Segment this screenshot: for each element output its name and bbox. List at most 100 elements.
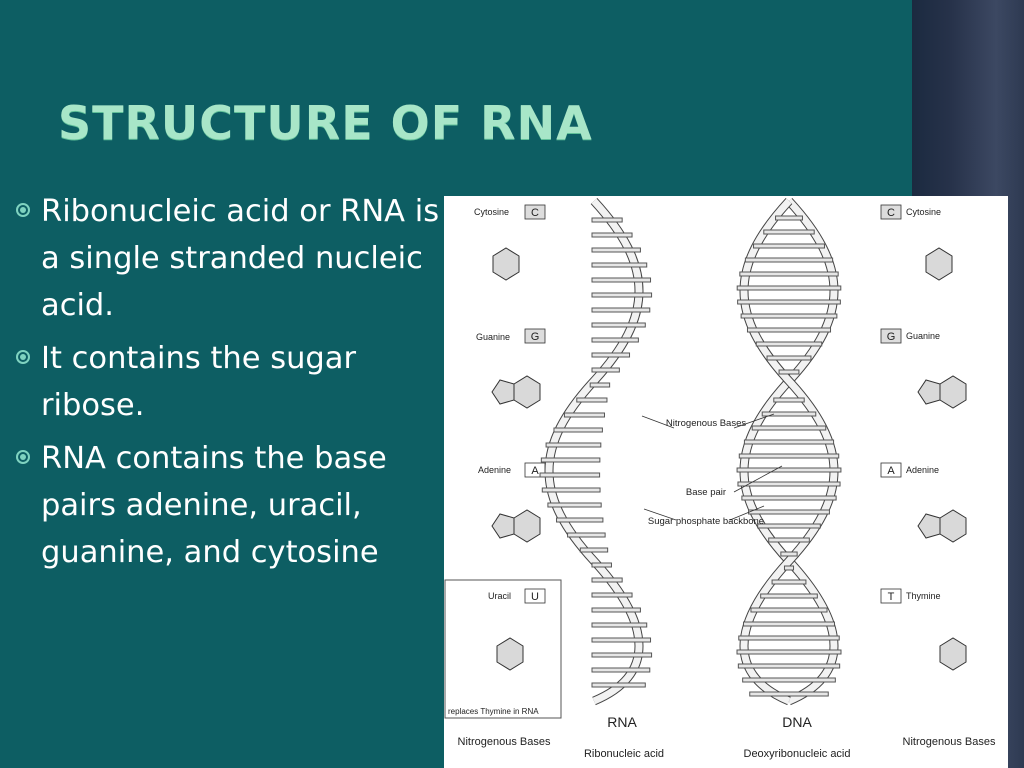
base-name: Adenine — [906, 465, 939, 475]
rna-base-bar — [576, 397, 608, 403]
rna-base-bar — [591, 592, 633, 598]
label-rna: RNA — [607, 714, 637, 730]
leader-lines — [641, 413, 783, 521]
dna-base-pair-bar — [749, 691, 829, 697]
dna-base-pair-rungs — [736, 215, 842, 697]
rna-base-bar — [591, 577, 623, 583]
base-letter: T — [888, 591, 895, 603]
rna-base-bar — [591, 622, 648, 628]
dna-base-pair-bar — [744, 257, 834, 263]
rna-base-bar — [591, 247, 641, 253]
bullet-circle-icon — [16, 450, 30, 464]
dna-base-pair-bar — [766, 355, 812, 361]
left-uracil-structure — [496, 637, 524, 671]
label-dna-full: Deoxyribonucleic acid — [744, 748, 851, 760]
uracil-note: replaces Thymine in RNA — [448, 707, 539, 716]
rna-base-bar — [591, 562, 612, 568]
dna-base-pair-bar — [738, 453, 840, 459]
base-letter: G — [887, 331, 896, 343]
label-text: Sugar phosphate backbone — [648, 516, 764, 527]
base-name: Cytosine — [906, 207, 941, 217]
dna-base-pair-bar — [743, 439, 835, 445]
dna-base-pair-bar — [775, 215, 803, 221]
bullet-item: It contains the sugar ribose. — [16, 335, 446, 429]
base-name: Uracil — [488, 591, 511, 601]
rna-base-rungs — [539, 217, 653, 688]
label-nitrogenous-bases: Nitrogenous Bases — [666, 418, 747, 429]
rna-base-bar — [539, 472, 601, 478]
right-base-thymine: T Thymine — [880, 588, 941, 604]
bullet-circle-icon — [16, 350, 30, 364]
dna-base-pair-bar — [771, 579, 807, 585]
bullet-item: Ribonucleic acid or RNA is a single stra… — [16, 188, 446, 329]
right-thymine-structure — [939, 637, 967, 671]
left-base-uracil: Uracil U replaces Thymine in RNA — [444, 579, 562, 719]
rna-base-bar — [563, 412, 605, 418]
label-sugar-backbone: Sugar phosphate backbone — [648, 516, 764, 527]
dna-base-pair-bar — [761, 411, 817, 417]
rna-base-bar — [553, 427, 603, 433]
dna-base-pair-bar — [778, 369, 800, 375]
bullet-circle-icon — [16, 203, 30, 217]
dna-base-pair-bar — [738, 635, 840, 641]
right-base-cytosine: C Cytosine — [880, 204, 941, 220]
dna-base-pair-bar — [737, 663, 841, 669]
base-letter: G — [531, 331, 540, 343]
label-bottom-left-bases: Nitrogenous Bases — [458, 736, 551, 748]
base-name: Guanine — [906, 331, 940, 341]
dna-base-pair-bar — [780, 551, 798, 557]
dna-base-pair-bar — [757, 523, 821, 529]
rna-base-bar — [591, 262, 648, 268]
rna-base-bar — [540, 457, 601, 463]
rna-base-bar — [591, 217, 623, 223]
dna-base-pair-bar — [751, 425, 827, 431]
rna-base-bar — [591, 337, 639, 343]
base-letter: U — [531, 591, 539, 603]
left-base-guanine: Guanine G — [476, 328, 546, 344]
dna-base-pair-bar — [736, 285, 842, 291]
dna-base-pair-bar — [746, 327, 832, 333]
dna-base-pair-bar — [742, 677, 836, 683]
rna-base-bar — [591, 277, 652, 283]
rna-base-bar — [591, 637, 652, 643]
bullet-text: It contains the sugar ribose. — [41, 341, 357, 423]
dna-base-pair-bar — [783, 565, 795, 571]
label-rna-full: Ribonucleic acid — [584, 748, 664, 760]
rna-base-bar — [589, 382, 611, 388]
dna-base-pair-bar — [748, 509, 830, 515]
rna-base-bar — [545, 442, 602, 448]
rna-base-bar — [591, 307, 651, 313]
left-guanine-structure — [491, 375, 541, 409]
rna-base-bar — [556, 517, 604, 523]
left-cytosine-structure — [492, 247, 520, 281]
rna-base-bar — [591, 292, 653, 298]
right-guanine-structure — [917, 375, 967, 409]
rna-helix — [544, 197, 644, 706]
rna-base-bar — [541, 487, 601, 493]
dna-base-pair-bar — [741, 495, 837, 501]
rna-base-bar — [591, 667, 651, 673]
base-letter: A — [531, 465, 539, 477]
label-base-pair: Base pair — [686, 487, 726, 498]
rna-dna-diagram: Cytosine C Guanine G Adenine A Uracil U … — [444, 196, 1008, 768]
right-base-adenine: A Adenine — [880, 462, 939, 478]
dna-base-pair-bar — [755, 341, 823, 347]
rna-base-bar — [567, 532, 606, 538]
base-name: Guanine — [476, 332, 510, 342]
dna-base-pair-bar — [750, 607, 828, 613]
dna-base-pair-bar — [773, 397, 805, 403]
slide-title: Structure of RNA — [58, 96, 593, 150]
rna-base-bar — [591, 652, 653, 658]
base-name: Cytosine — [474, 207, 509, 217]
label-text: Nitrogenous Bases — [666, 418, 747, 429]
dna-base-pair-bar — [763, 229, 815, 235]
dna-base-pair-bar — [760, 593, 818, 599]
rna-base-bar — [591, 682, 646, 688]
dna-base-pair-bar — [739, 271, 839, 277]
left-base-cytosine: Cytosine C — [474, 204, 546, 220]
base-name: Adenine — [478, 465, 511, 475]
label-dna: DNA — [782, 714, 812, 730]
dna-base-pair-bar — [736, 649, 842, 655]
label-bottom-right-bases: Nitrogenous Bases — [903, 736, 996, 748]
rna-base-bar — [591, 607, 641, 613]
